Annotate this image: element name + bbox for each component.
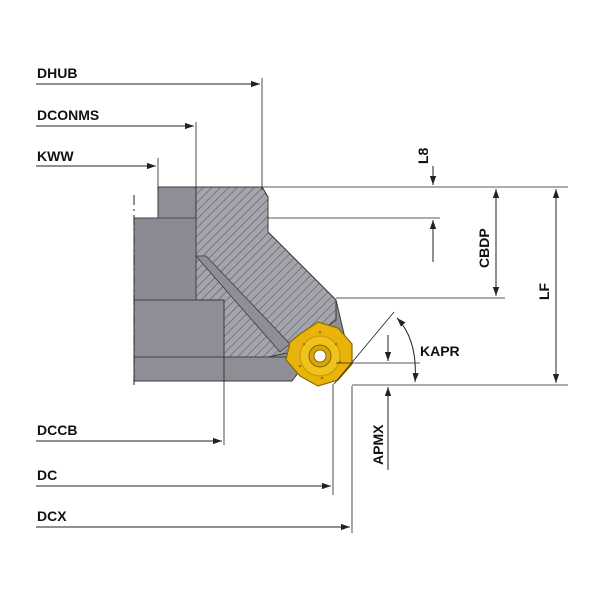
keyway xyxy=(133,217,197,301)
label-apmx: APMX xyxy=(370,424,386,465)
label-dc: DC xyxy=(37,467,57,483)
left-dimension-leaders xyxy=(36,80,350,531)
label-dcx: DCX xyxy=(37,508,67,524)
label-kapr: KAPR xyxy=(420,343,460,359)
label-cbdp: CBDP xyxy=(476,228,492,268)
labels: DHUB DCONMS KWW DCCB DC DCX KAPR L8 CBDP… xyxy=(37,65,552,524)
screw-socket xyxy=(313,349,327,363)
label-l8: L8 xyxy=(415,147,431,164)
label-dconms: DCONMS xyxy=(37,107,99,123)
right-dimension-lines xyxy=(384,166,560,470)
kapr-arc xyxy=(396,317,419,383)
label-dccb: DCCB xyxy=(37,422,77,438)
cutter-body xyxy=(133,186,346,385)
label-kww: KWW xyxy=(37,148,74,164)
label-dhub: DHUB xyxy=(37,65,77,81)
label-lf: LF xyxy=(536,282,552,300)
bore-step xyxy=(133,299,225,358)
insert xyxy=(285,321,353,387)
